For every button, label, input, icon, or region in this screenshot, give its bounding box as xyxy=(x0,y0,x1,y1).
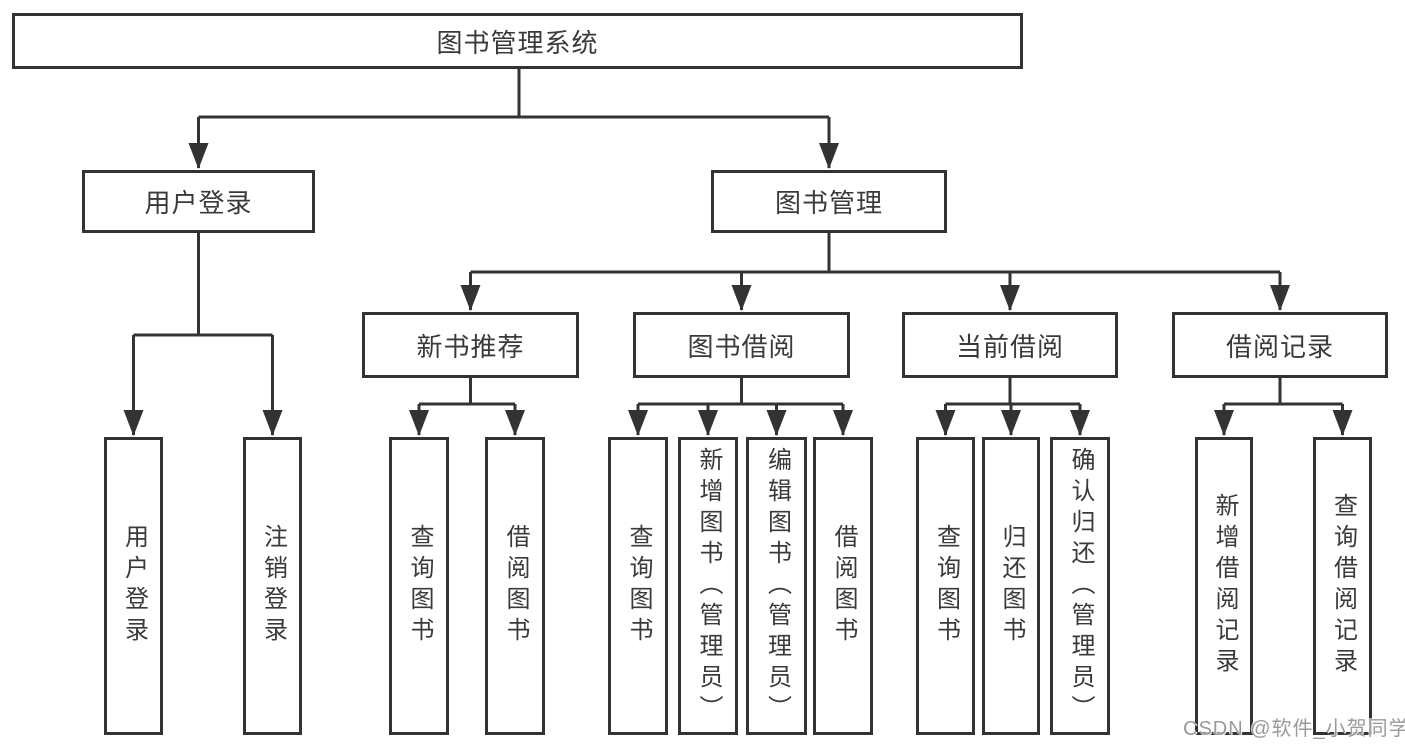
leaf-label: 借阅图书 xyxy=(502,524,529,648)
connector-borrow-records-to-leaves xyxy=(1214,378,1353,436)
leaf-label: 查询借阅记录 xyxy=(1329,493,1357,679)
leaf-label: 查询图书 xyxy=(625,524,652,648)
leaf-logout: 注销登录 xyxy=(243,437,302,735)
connector-user-login-to-leaves xyxy=(123,233,283,436)
node-book-borrow: 图书借阅 xyxy=(633,312,850,378)
csdn-watermark: CSDN @软件_小贺同学 xyxy=(1183,718,1405,740)
leaf-label: 归还图书 xyxy=(998,524,1025,648)
leaf-add-borrow-record: 新增借阅记录 xyxy=(1195,437,1253,735)
leaf-add-books-admin: 新增图书（管理员） xyxy=(678,437,738,735)
leaf-label: 查询图书 xyxy=(932,524,960,648)
leaf-label: 注销登录 xyxy=(259,524,287,648)
leaf-label: 借阅图书 xyxy=(830,524,857,648)
connector-current-borrow-to-leaves xyxy=(935,378,1090,436)
node-system-title: 图书管理系统 xyxy=(12,13,1023,69)
leaf-label: 新增图书（管理员） xyxy=(695,446,722,726)
leaf-borrow-books-borrow: 借阅图书 xyxy=(813,437,873,735)
node-new-book-recommend: 新书推荐 xyxy=(362,312,579,378)
node-user-login: 用户登录 xyxy=(82,170,315,233)
leaf-borrow-books-recommend: 借阅图书 xyxy=(485,437,545,735)
node-borrow-records: 借阅记录 xyxy=(1172,312,1388,378)
connector-new-book-recommend-to-leaves xyxy=(409,378,525,436)
leaf-return-books: 归还图书 xyxy=(982,437,1040,735)
leaf-label: 编辑图书（管理员） xyxy=(763,446,791,726)
leaf-confirm-return-admin: 确认归还（管理员） xyxy=(1050,437,1110,735)
connector-root-to-level2 xyxy=(188,69,839,169)
leaf-edit-books-admin: 编辑图书（管理员） xyxy=(746,437,807,735)
leaf-query-books-borrow: 查询图书 xyxy=(608,437,668,735)
leaf-query-books-recommend: 查询图书 xyxy=(389,437,449,735)
node-book-management: 图书管理 xyxy=(711,170,947,233)
leaf-label: 用户登录 xyxy=(120,524,148,648)
connector-book-borrow-to-leaves xyxy=(628,378,853,436)
leaf-user-login: 用户登录 xyxy=(104,437,163,735)
leaf-label: 查询图书 xyxy=(406,524,433,648)
leaf-label: 确认归还（管理员） xyxy=(1067,446,1094,726)
leaf-query-borrow-record: 查询借阅记录 xyxy=(1313,437,1372,735)
connector-book-management-to-level3 xyxy=(460,233,1290,311)
node-current-borrow: 当前借阅 xyxy=(902,312,1118,378)
leaf-query-books-current: 查询图书 xyxy=(916,437,975,735)
leaf-label: 新增借阅记录 xyxy=(1211,493,1238,679)
